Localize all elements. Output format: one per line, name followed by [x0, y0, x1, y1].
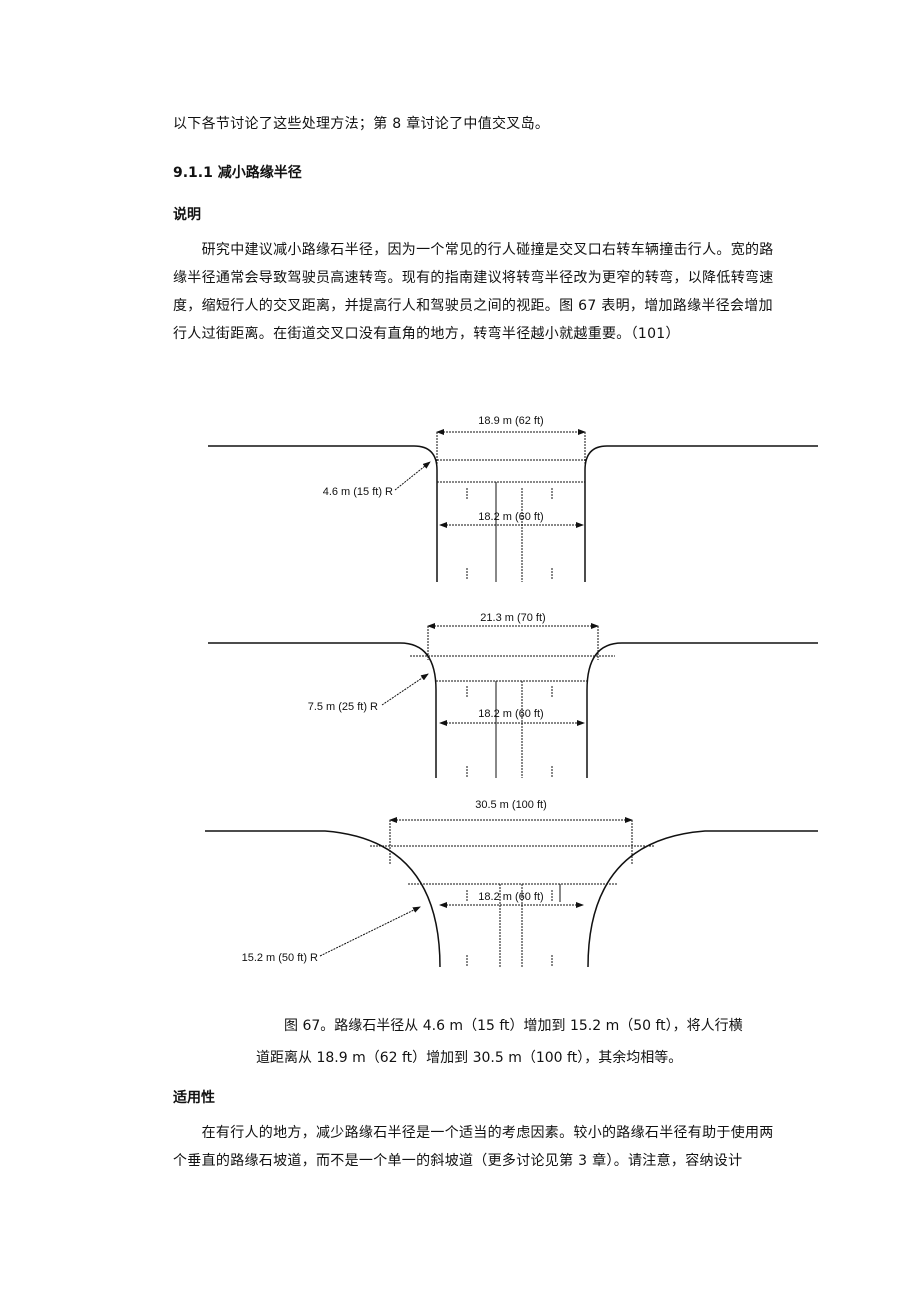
diagram-medium-radius [208, 623, 818, 778]
d3-radius-label: 15.2 m (50 ft) R [242, 952, 318, 964]
d1-radius-label: 4.6 m (15 ft) R [323, 486, 393, 498]
intro-text: 以下各节讨论了这些处理方法；第 8 章讨论了中值交叉岛。 [173, 116, 550, 132]
d3-bottom-dimension: 18.2 m (60 ft) [478, 891, 543, 903]
curb-radius-figure: 18.9 m (62 ft) 18.2 m (60 ft) 4.6 m (15 … [205, 415, 818, 968]
section-heading: 9.1.1 减小路缘半径 [173, 165, 302, 181]
description-paragraph: 研究中建议减小路缘石半径，因为一个常见的行人碰撞是交叉口右转车辆撞击行人。宽的路… [173, 242, 774, 342]
d1-bottom-dimension: 18.2 m (60 ft) [478, 511, 543, 523]
diagram-small-radius [208, 429, 818, 582]
figure-caption-line1: 图 67。路缘石半径从 4.6 m（15 ft）增加到 15.2 m（50 ft… [284, 1018, 743, 1034]
figure-caption-line2: 道距离从 18.9 m（62 ft）增加到 30.5 m（100 ft），其余均… [256, 1050, 683, 1066]
applicability-paragraph: 在有行人的地方，减少路缘石半径是一个适当的考虑因素。较小的路缘石半径有助于使用两… [173, 1125, 774, 1169]
d2-radius-label: 7.5 m (25 ft) R [308, 701, 378, 713]
subheading-applicability: 适用性 [173, 1090, 215, 1106]
d1-top-dimension: 18.9 m (62 ft) [478, 415, 543, 427]
diagram-large-radius [205, 817, 818, 968]
d2-bottom-dimension: 18.2 m (60 ft) [478, 708, 543, 720]
subheading-description: 说明 [173, 207, 201, 223]
d3-top-dimension: 30.5 m (100 ft) [475, 799, 547, 811]
d2-top-dimension: 21.3 m (70 ft) [480, 612, 545, 624]
